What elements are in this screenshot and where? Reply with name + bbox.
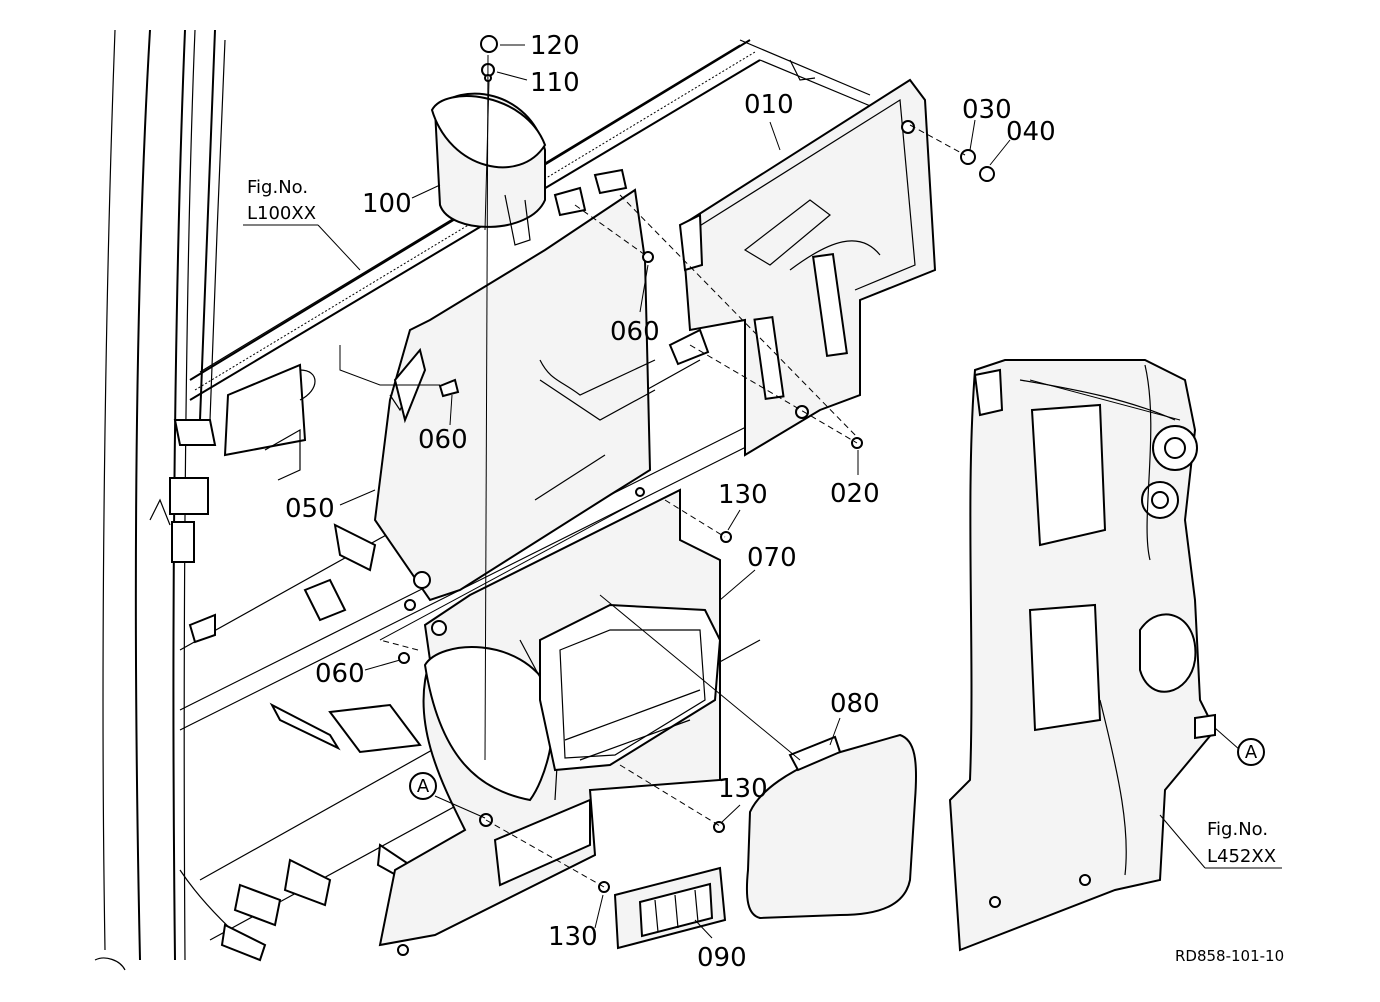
callout-a-left-circle [409,772,437,800]
label-050: 050 [285,494,335,524]
cup-holder-100 [430,92,547,246]
label-010: 010 [744,90,794,120]
label-130a: 130 [718,480,768,510]
callout-a-left: A [417,776,430,797]
label-030: 030 [962,95,1012,125]
label-130b: 130 [718,774,768,804]
drawing-id: RD858-101-10 [1175,947,1284,965]
label-090: 090 [697,943,747,973]
label-060a: 060 [610,317,660,347]
callout-a-right-circle [1237,738,1265,766]
labels: 120 110 010 030 040 100 060 060 020 130 … [247,31,1284,973]
fig-ref-l100xx-prefix: Fig.No. [247,177,308,198]
switch-090 [613,866,727,950]
fig-ref-l452xx-code: L452XX [1207,846,1276,867]
leader-lines [243,44,1282,939]
panel-050 [373,188,656,611]
label-060b: 060 [418,425,468,455]
label-130c: 130 [548,922,598,952]
fig-ref-l100xx-code: L100XX [247,203,316,224]
label-110: 110 [530,68,580,98]
panel-070 [378,488,722,956]
label-120: 120 [530,31,580,61]
label-060c: 060 [315,659,365,689]
label-080: 080 [830,689,880,719]
detail-console [948,359,1217,952]
label-040: 040 [1006,117,1056,147]
label-020: 020 [830,479,880,509]
label-070: 070 [747,543,797,573]
callout-a-right: A [1245,742,1258,763]
lid-080 [745,733,918,920]
panel-010 [553,78,937,457]
fig-ref-l452xx-prefix: Fig.No. [1207,819,1268,840]
label-100: 100 [362,189,412,219]
